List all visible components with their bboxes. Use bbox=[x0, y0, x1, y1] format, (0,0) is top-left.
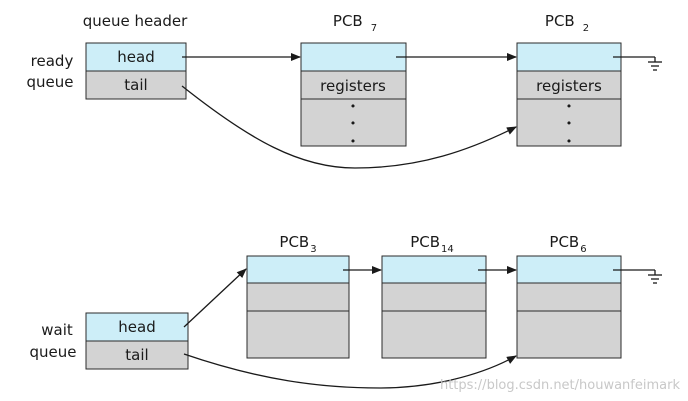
pcb-7-body-cell bbox=[300, 98, 407, 147]
ready-tail-label: tail bbox=[124, 76, 147, 94]
wait-queue-label-line1: wait bbox=[41, 321, 73, 339]
ready-head-label: head bbox=[117, 48, 154, 66]
wait-tail-to-pcb6-arrow bbox=[183, 353, 517, 389]
pcb-14-link-cell bbox=[381, 255, 487, 284]
pcb-14-mid-cell bbox=[381, 282, 487, 312]
wait-queue-label-line2: queue bbox=[30, 343, 77, 361]
pcb-2-registers-label: registers bbox=[536, 77, 602, 95]
pcb-3-body-cell bbox=[246, 310, 350, 359]
wait-head-cell bbox=[85, 312, 189, 342]
pcb-3-link-cell bbox=[246, 255, 350, 284]
ready-tail-to-pcb2-arrow bbox=[181, 85, 517, 169]
pcb-2-dot-3: • bbox=[566, 135, 573, 148]
ready-null-ground-icon bbox=[613, 56, 662, 71]
queue-header-title: queue header bbox=[83, 12, 188, 30]
pcb-6-link-cell bbox=[516, 255, 622, 284]
pcb-2-dot-2: • bbox=[566, 117, 573, 130]
wait-null-ground-icon bbox=[613, 269, 662, 284]
pcb-7-registers-label: registers bbox=[320, 77, 386, 95]
ready-tail-cell bbox=[85, 70, 187, 100]
ready-queue-header-box: head tail bbox=[85, 42, 187, 100]
pcb-7-dot-3: • bbox=[350, 135, 357, 148]
pcb-3-title: PCB3 bbox=[279, 233, 316, 255]
pcb-6-mid-cell bbox=[516, 282, 622, 312]
wait-tail-cell bbox=[85, 340, 189, 370]
pcb-3-mid-cell bbox=[246, 282, 350, 312]
pcb-6-title: PCB6 bbox=[549, 233, 586, 255]
pcb-6-body-cell bbox=[516, 310, 622, 359]
wait-head-to-pcb3-arrow bbox=[183, 268, 247, 328]
ready-queue-label-line2: queue bbox=[27, 73, 74, 91]
pcb-2-link-cell bbox=[516, 42, 622, 72]
pcb-14-title: PCB14 bbox=[410, 233, 454, 255]
wait-queue-header-box: head tail bbox=[85, 312, 189, 370]
pcb-14-block: PCB14 bbox=[381, 233, 487, 359]
ready-head-cell bbox=[85, 42, 187, 72]
pcb-3-block: PCB3 bbox=[246, 233, 350, 359]
pcb-6-block: PCB6 bbox=[516, 233, 622, 359]
ready-queue-label-line1: ready bbox=[31, 52, 74, 70]
wait-head-label: head bbox=[118, 318, 155, 336]
wait-tail-label: tail bbox=[125, 346, 148, 364]
pcb-14-body-cell bbox=[381, 310, 487, 359]
watermark-text: https://blog.csdn.net/houwanfeimark bbox=[440, 378, 680, 393]
pcb-2-body-cell bbox=[516, 98, 622, 147]
pcb-7-link-cell bbox=[300, 42, 407, 72]
pcb-7-dot-1: • bbox=[350, 100, 357, 113]
pcb-2-dot-1: • bbox=[566, 100, 573, 113]
pcb-7-dot-2: • bbox=[350, 117, 357, 130]
